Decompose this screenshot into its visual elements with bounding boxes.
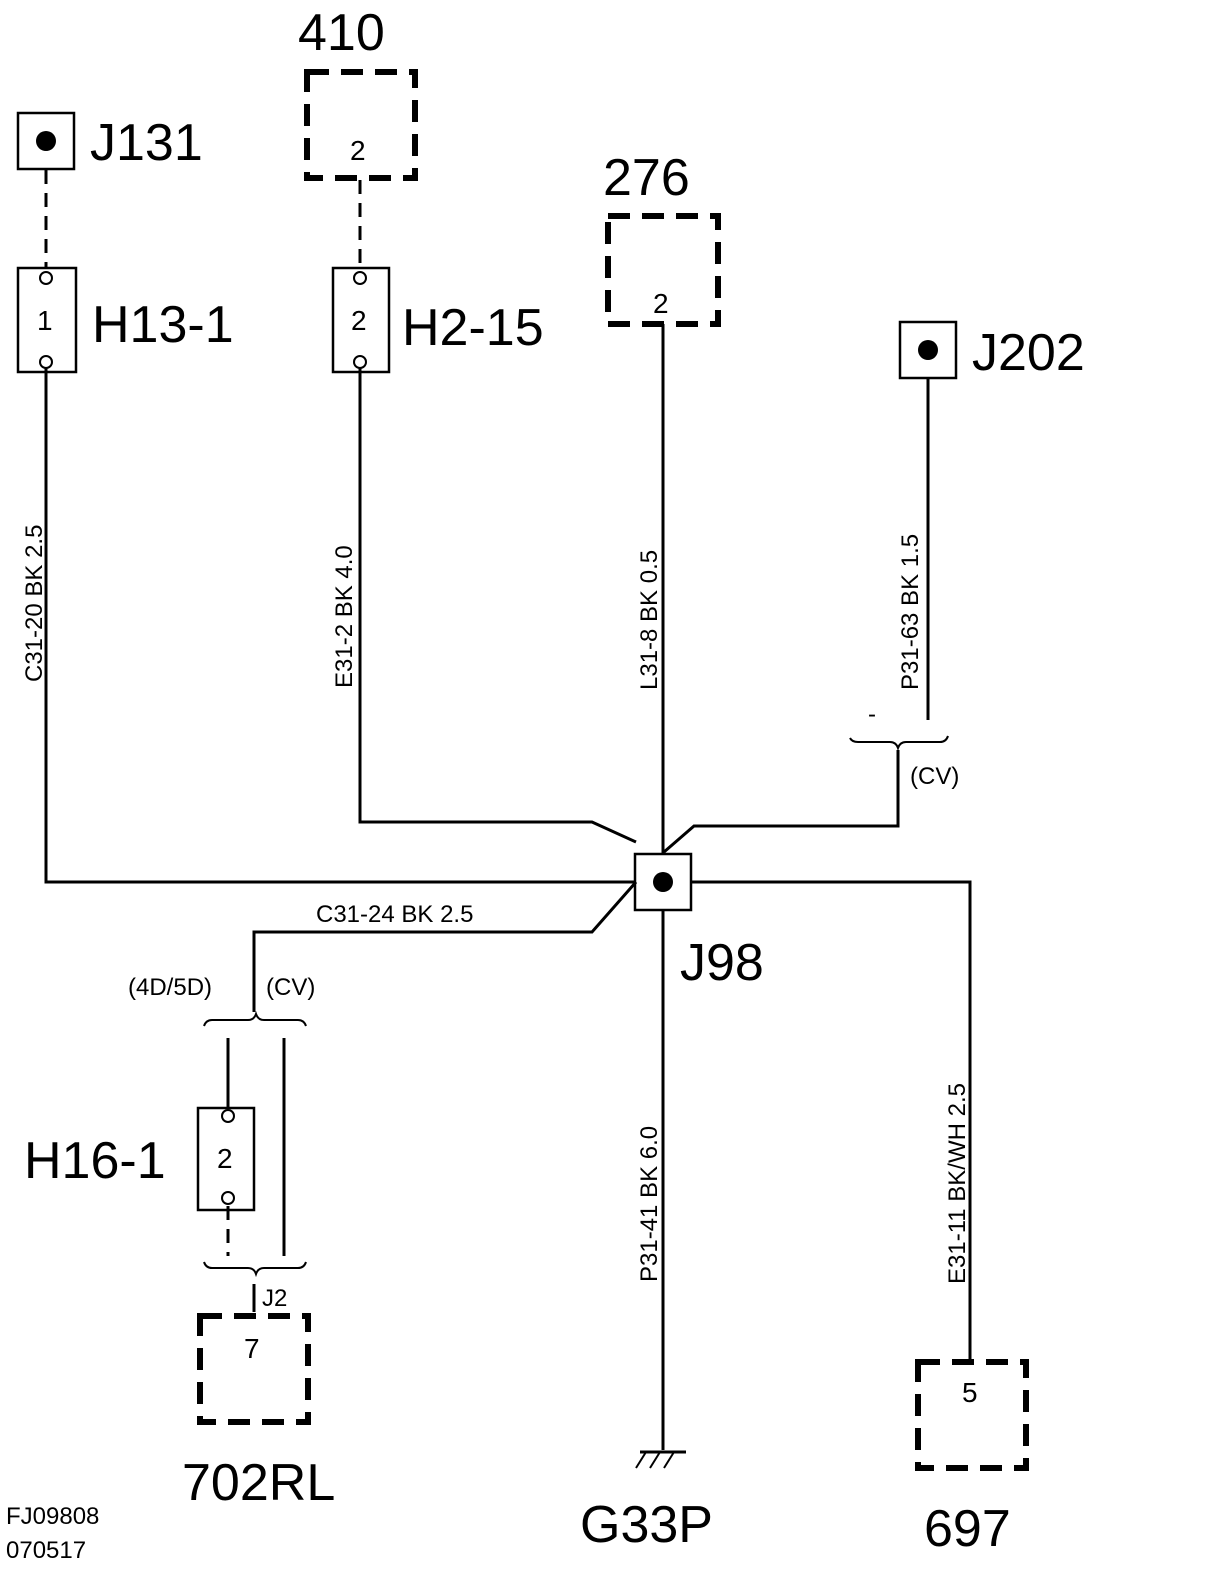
connector-j202-label: J202	[972, 324, 1085, 382]
connector-h13-1-label: H13-1	[92, 296, 234, 354]
figure-code: FJ09808	[6, 1503, 99, 1530]
connector-697: 5 697	[915, 1359, 1029, 1558]
option-bracket-left: (4D/5D) (CV)	[128, 974, 315, 1027]
connector-410: 410 2	[298, 4, 418, 181]
connector-702rl-pin: 7	[244, 1333, 260, 1364]
connector-h16-1-pin: 2	[217, 1143, 233, 1174]
wire-p31-41-label: P31-41 BK 6.0	[636, 1126, 663, 1282]
option-j2: J2	[262, 1285, 287, 1312]
wire-p31-63-label: P31-63 BK 1.5	[897, 534, 924, 690]
connector-h13-1-pin: 1	[37, 305, 53, 336]
connector-702rl: 7 702RL	[182, 1313, 335, 1512]
connector-697-label: 697	[924, 1500, 1011, 1558]
connector-h2-15-pin: 2	[351, 305, 367, 336]
connector-j131-label: J131	[90, 114, 203, 172]
connector-410-pin: 2	[350, 135, 366, 166]
wire-c31-24	[252, 881, 638, 1012]
option-4d5d: (4D/5D)	[128, 974, 212, 1001]
wire-c31-20-label: C31-20 BK 2.5	[21, 525, 48, 682]
option-minus: -	[868, 701, 876, 728]
wire-e31-2	[358, 368, 637, 844]
splice-j98-label: J98	[680, 934, 764, 992]
ground-g33p-label: G33P	[580, 1496, 713, 1554]
figure-date-code: 070517	[6, 1537, 86, 1564]
connector-702rl-label: 702RL	[182, 1454, 335, 1512]
connector-276-pin: 2	[653, 288, 669, 319]
wire-e31-2-label: E31-2 BK 4.0	[331, 545, 358, 688]
connector-j131: J131	[16, 111, 203, 172]
connector-276: 276 2	[603, 149, 721, 327]
wire-l31-8-label: L31-8 BK 0.5	[636, 550, 663, 690]
wire-c31-20	[44, 368, 636, 884]
option-cv-right: (CV)	[910, 763, 959, 790]
connector-276-label: 276	[603, 149, 690, 207]
wire-cv-branch	[663, 750, 900, 854]
splice-j98: J98	[633, 852, 764, 992]
connector-h16-1-label: H16-1	[24, 1132, 166, 1190]
wire-e31-11	[691, 880, 972, 1360]
connector-410-label: 410	[298, 4, 385, 62]
connector-h2-15: 2 H2-15	[331, 266, 544, 374]
connector-697-pin: 5	[962, 1377, 978, 1408]
connector-h13-1: 1 H13-1	[16, 266, 234, 374]
option-bracket-j2: J2	[203, 1261, 307, 1312]
option-cv-left: (CV)	[266, 974, 315, 1001]
connector-h16-1: 2 H16-1	[24, 1106, 256, 1212]
wire-e31-11-label: E31-11 BK/WH 2.5	[944, 1083, 971, 1284]
connector-j202: J202	[898, 320, 1085, 382]
wire-c31-24-label: C31-24 BK 2.5	[316, 901, 473, 928]
connector-h2-15-label: H2-15	[402, 299, 544, 357]
option-bracket-cv-right: - (CV)	[849, 701, 959, 790]
ground-symbol: G33P	[580, 1450, 713, 1554]
